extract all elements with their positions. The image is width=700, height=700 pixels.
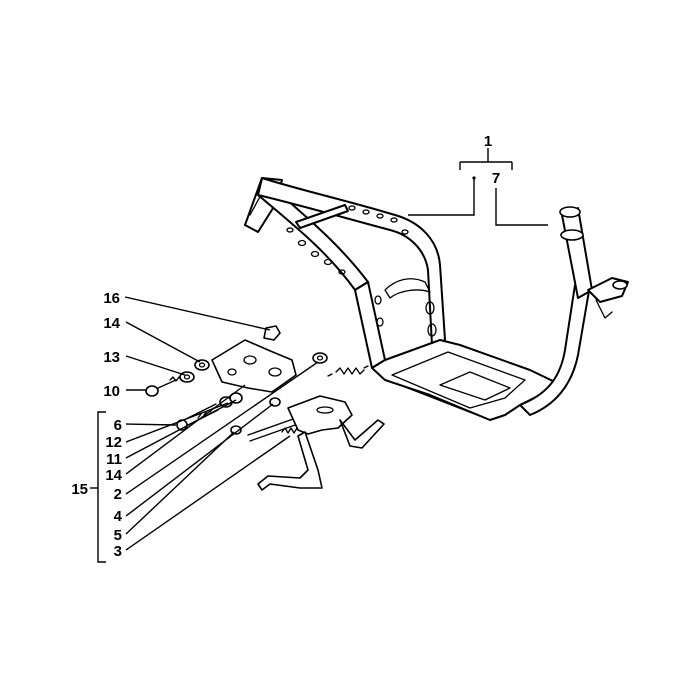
callout-6: 6 <box>114 417 122 434</box>
callout-11: 11 <box>106 451 122 468</box>
leader-lines <box>90 148 548 563</box>
callout-12: 12 <box>105 434 122 451</box>
callout-14-top: 14 <box>103 315 120 332</box>
callout-7: 7 <box>492 170 500 187</box>
callout-4: 4 <box>114 508 123 525</box>
callout-16: 16 <box>103 290 120 307</box>
scooter-frame <box>244 177 629 421</box>
callout-5: 5 <box>114 527 122 544</box>
callout-3: 3 <box>114 543 122 560</box>
parts-group <box>145 325 385 491</box>
washer-part <box>312 352 328 364</box>
spring-part <box>335 367 365 375</box>
stand-bracket-part <box>211 339 297 393</box>
washer-part <box>194 359 210 371</box>
bolt-head-part <box>145 385 159 397</box>
callout-2: 2 <box>114 486 122 503</box>
callout-10: 10 <box>103 383 120 400</box>
callout-14-bottom: 14 <box>105 467 122 484</box>
callout-labels: 1 7 16 14 13 10 6 12 11 14 2 4 5 3 15 <box>71 133 500 560</box>
callout-1: 1 <box>484 133 492 150</box>
center-stand-part <box>287 395 353 435</box>
frame-holes <box>286 205 437 337</box>
callout-15: 15 <box>71 481 88 498</box>
callout-13: 13 <box>103 349 120 366</box>
nut-part <box>263 325 281 341</box>
